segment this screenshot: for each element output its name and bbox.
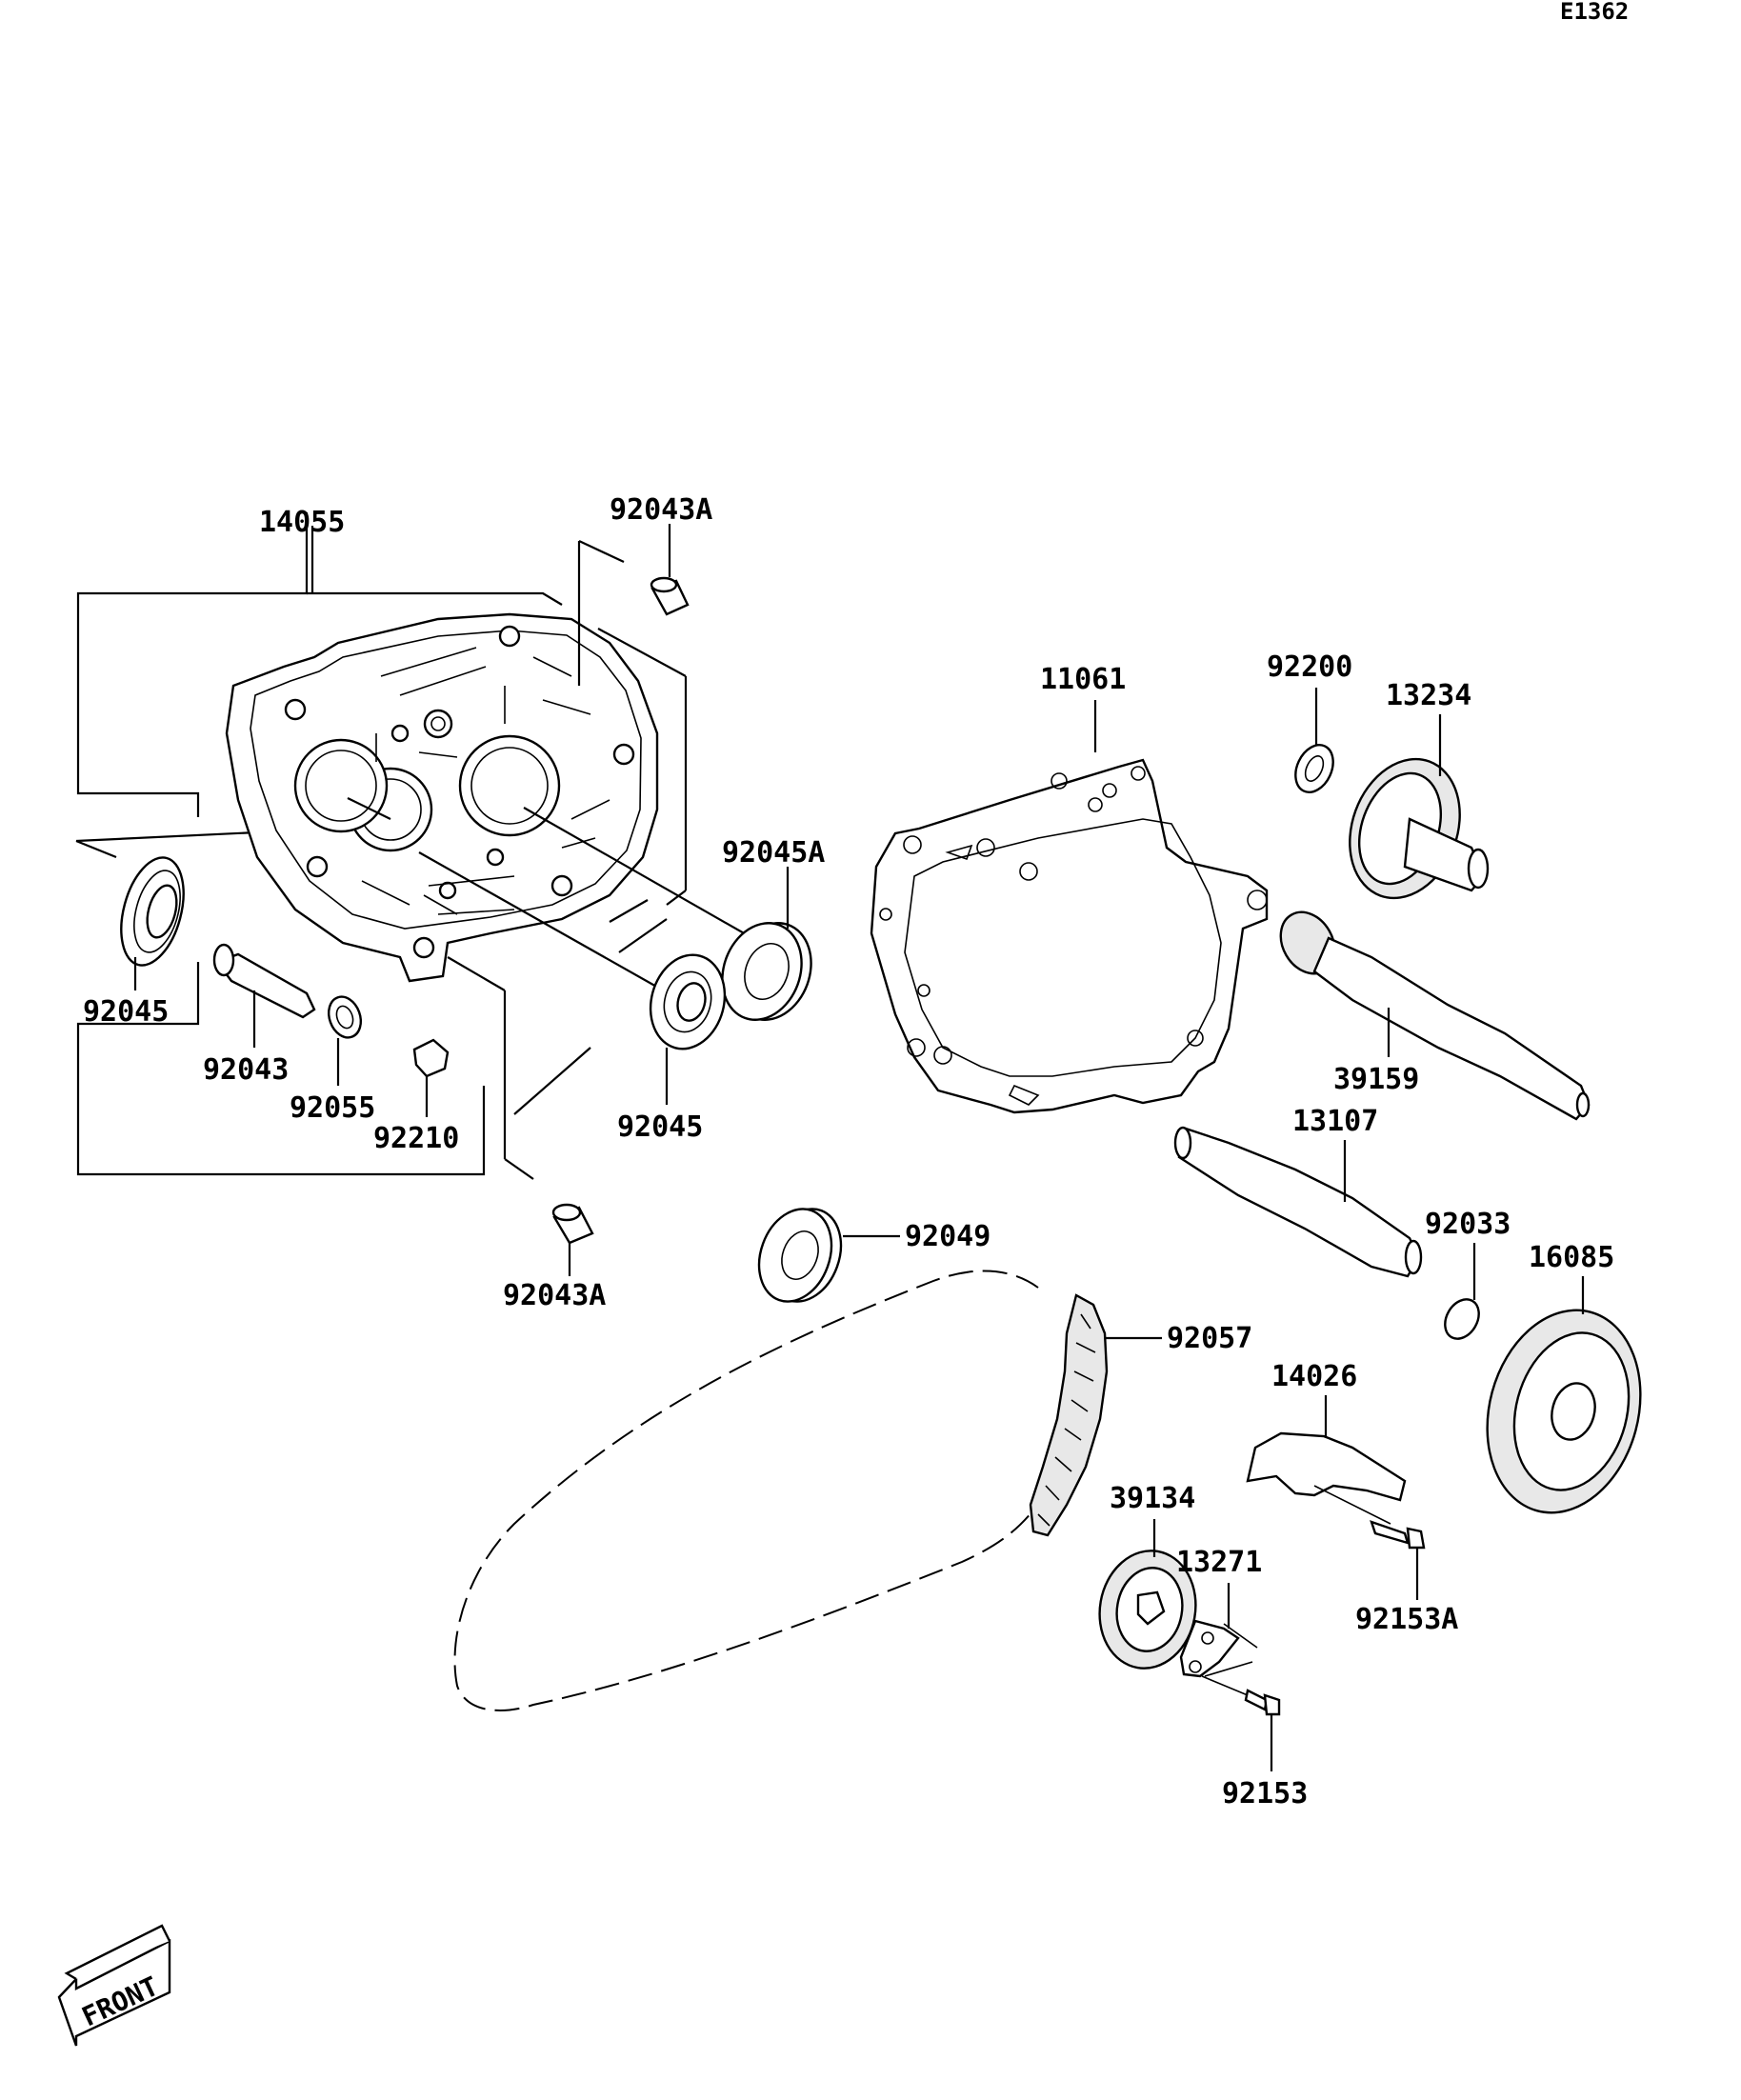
- callout-16085: 16085: [1529, 1241, 1614, 1274]
- bearing-92045-center[interactable]: [640, 947, 734, 1105]
- o-ring-92055[interactable]: [323, 992, 366, 1086]
- shaft-13107[interactable]: [1173, 1126, 1423, 1278]
- callout-92033: 92033: [1425, 1208, 1511, 1241]
- callout-92045A: 92045A: [722, 836, 825, 870]
- sprocket-cover-14026[interactable]: [1246, 1395, 1407, 1525]
- callout-92045-left: 92045: [83, 995, 169, 1029]
- washer-92200[interactable]: [1289, 688, 1341, 798]
- callout-92210: 92210: [373, 1122, 459, 1155]
- gasket-11061[interactable]: [870, 700, 1269, 1114]
- nut-92210[interactable]: [412, 1038, 450, 1117]
- callout-39159: 39159: [1333, 1063, 1419, 1096]
- callout-14026: 14026: [1271, 1360, 1357, 1393]
- callout-39134: 39134: [1110, 1482, 1195, 1515]
- dowel-pin-92043A-top[interactable]: [650, 524, 690, 616]
- chain-92057[interactable]: [453, 1270, 1163, 1711]
- diagram-code: E1362: [1560, 0, 1629, 25]
- callout-92043: 92043: [203, 1053, 289, 1087]
- front-direction-arrow: FRONT: [57, 1924, 171, 2047]
- bolt-92153A[interactable]: [1370, 1520, 1426, 1600]
- callout-92045-center: 92045: [617, 1110, 703, 1144]
- gear-16085[interactable]: [1466, 1276, 1663, 1530]
- shaft-39159[interactable]: [1270, 903, 1591, 1121]
- callout-13271: 13271: [1176, 1546, 1262, 1579]
- callout-92049: 92049: [905, 1220, 991, 1253]
- callout-14055: 14055: [259, 506, 345, 539]
- callout-13234: 13234: [1386, 679, 1471, 712]
- callout-11061: 11061: [1040, 663, 1126, 696]
- cover-leader-lines: [310, 526, 753, 1180]
- bolt-92153[interactable]: [1201, 1675, 1281, 1771]
- sprocket-39134[interactable]: [1091, 1519, 1205, 1676]
- callout-92153A: 92153A: [1355, 1603, 1458, 1636]
- callout-92055: 92055: [290, 1091, 375, 1125]
- callout-92057: 92057: [1167, 1322, 1252, 1355]
- bearing-92045-left[interactable]: [110, 850, 194, 990]
- stud-bolt-92043[interactable]: [212, 943, 316, 1048]
- bearing-92045A[interactable]: [710, 867, 825, 1031]
- callout-92043A-bottom: 92043A: [503, 1279, 606, 1312]
- dowel-pin-92043A-bottom[interactable]: [551, 1203, 594, 1276]
- gear-13234[interactable]: [1331, 714, 1490, 913]
- crankcase-cover-14055[interactable]: [225, 612, 659, 983]
- callout-92043A-top: 92043A: [610, 493, 712, 527]
- plate-13271[interactable]: [1179, 1583, 1258, 1678]
- callout-92153: 92153: [1222, 1777, 1308, 1810]
- bearing-92049[interactable]: [747, 1199, 900, 1312]
- callout-13107: 13107: [1292, 1105, 1378, 1138]
- circlip-92033[interactable]: [1438, 1243, 1486, 1345]
- callout-92200: 92200: [1267, 650, 1352, 684]
